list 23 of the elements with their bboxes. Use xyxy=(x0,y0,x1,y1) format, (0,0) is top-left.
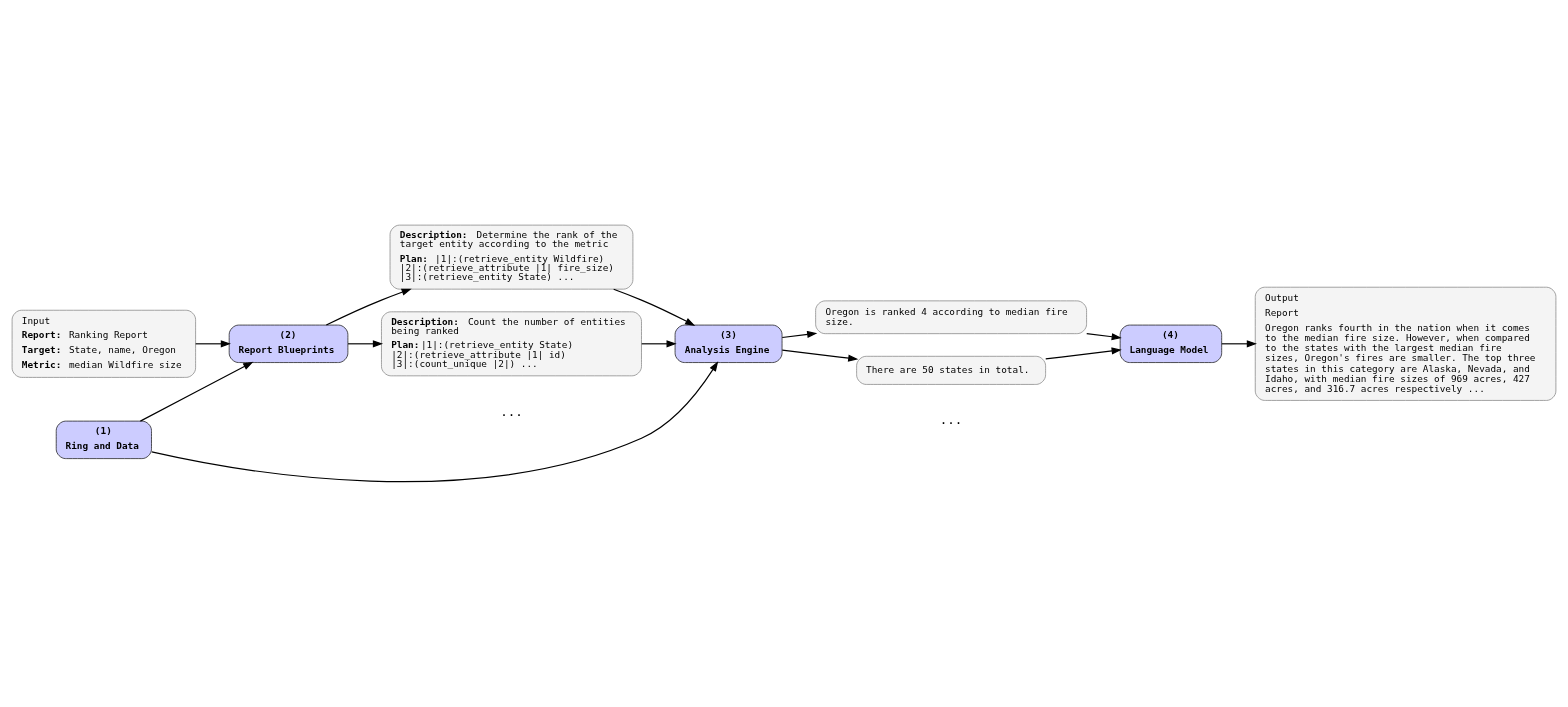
node-box: (2) Report Blueprints xyxy=(228,324,349,363)
node-box: Output Report Oregon ranks fourth in the nation when it comes to the median fire size. However, when compared to the states with the largest median fire sizes, Oregon's fires are smaller. The top three states in this category are Alaska, Nevada, and Idaho, with median fire sizes of 969 acres, 427 acres, and 316.7 acres respectively ... xyxy=(1254,286,1557,401)
arrow xyxy=(139,361,254,422)
arrow xyxy=(781,349,859,362)
label: ... xyxy=(500,403,523,419)
node-box: Input Report: Ranking Report Target: State, name, Oregon Metric: median Wildfire size xyxy=(11,309,196,378)
arrow xyxy=(325,288,412,326)
node-box: (4) Language Model xyxy=(1119,324,1223,363)
node-box: (1) Ring and Data xyxy=(55,420,152,459)
arrow xyxy=(347,340,383,348)
node-box: There are 50 states in total. xyxy=(856,355,1046,385)
node-box: Description: Determine the rank of the target entity according to the metric Plan: |1|:(retrieve_entity Wildfire) |2|:(retrieve_attribute |1| fire_size) |3|:(retrieve_entity State) ... xyxy=(389,224,634,290)
arrow xyxy=(195,340,231,348)
label: ... xyxy=(939,412,963,428)
arrow xyxy=(1086,333,1122,341)
arrow xyxy=(151,361,719,483)
arrow xyxy=(781,330,818,339)
node-box: Oregon is ranked 4 according to median fire size. xyxy=(815,300,1087,335)
arrow xyxy=(1221,340,1257,348)
arrow xyxy=(1045,347,1122,360)
node-box: Description: Count the number of entities being ranked Plan:|1|:(retrieve_entity State) |2|:(retrieve_attribute |1| id) |3|:(count_unique |2|) ... xyxy=(381,311,642,377)
arrow xyxy=(641,340,677,348)
node-box: (3) Analysis Engine xyxy=(674,324,783,363)
